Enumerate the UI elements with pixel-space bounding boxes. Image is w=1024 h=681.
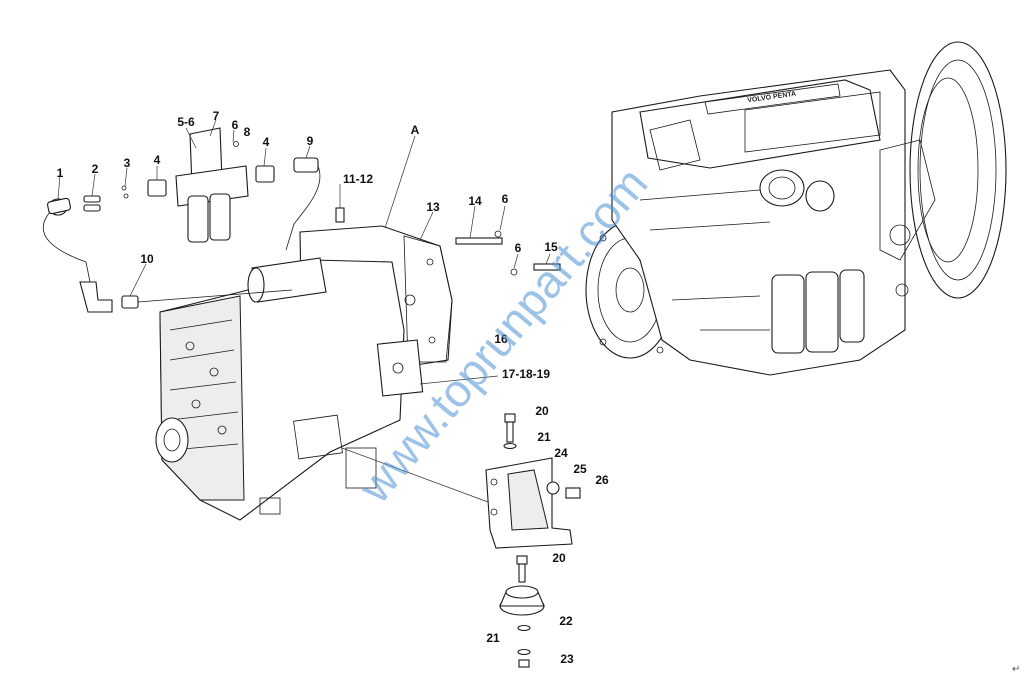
- callout-7: 7: [213, 109, 220, 123]
- callout-17-18-19: 17-18-19: [502, 367, 550, 381]
- return-mark: ↵: [1012, 664, 1020, 675]
- callout-13: 13: [426, 200, 440, 214]
- mount-bracket: [485, 457, 573, 549]
- output-flange: [155, 417, 189, 463]
- callout-25: 25: [573, 462, 587, 476]
- callout-26: 26: [595, 473, 609, 487]
- callout-4: 4: [154, 153, 161, 167]
- front-pulley-ring: [909, 41, 1007, 299]
- callout-22: 22: [559, 614, 573, 628]
- valve-cover: VOLVO PENTA: [639, 79, 881, 169]
- callout-labels: 1 2 3 4 5-6 7 6 8 4 9 10 11-12 A 13 14 6…: [57, 109, 609, 666]
- callout-20: 20: [535, 404, 549, 418]
- callout-9: 9: [307, 134, 314, 148]
- callout-21: 21: [537, 430, 551, 444]
- callout-10: 10: [140, 252, 154, 266]
- callout-6b: 6: [502, 192, 509, 206]
- callout-6c: 6: [515, 241, 522, 255]
- callout-11-12: 11-12: [343, 172, 373, 186]
- callout-3: 3: [124, 156, 131, 170]
- callout-24: 24: [554, 446, 568, 460]
- oil-filter-assembly: [42, 127, 321, 313]
- callout-15: 15: [544, 240, 558, 254]
- oil-filters: [771, 269, 865, 354]
- callout-2: 2: [92, 162, 99, 176]
- callout-8: 8: [244, 125, 251, 139]
- callout-4b: 4: [263, 135, 270, 149]
- callout-20b: 20: [552, 551, 566, 565]
- callout-A: A: [411, 123, 420, 137]
- callout-23: 23: [560, 652, 574, 666]
- callout-16: 16: [494, 332, 508, 346]
- engine-drawing: VOLVO PENTA: [585, 41, 1007, 376]
- mount-fasteners: [335, 207, 581, 668]
- callout-1: 1: [57, 166, 64, 180]
- control-module: [376, 339, 424, 397]
- callout-5-6: 5-6: [177, 115, 195, 129]
- leader-lines: [57, 119, 551, 503]
- turbocharger: [759, 169, 835, 212]
- callout-21b: 21: [486, 631, 500, 645]
- transmission-body: [155, 257, 424, 521]
- callout-6: 6: [232, 118, 239, 132]
- rubber-isolator: [499, 585, 545, 616]
- callout-14: 14: [468, 194, 482, 208]
